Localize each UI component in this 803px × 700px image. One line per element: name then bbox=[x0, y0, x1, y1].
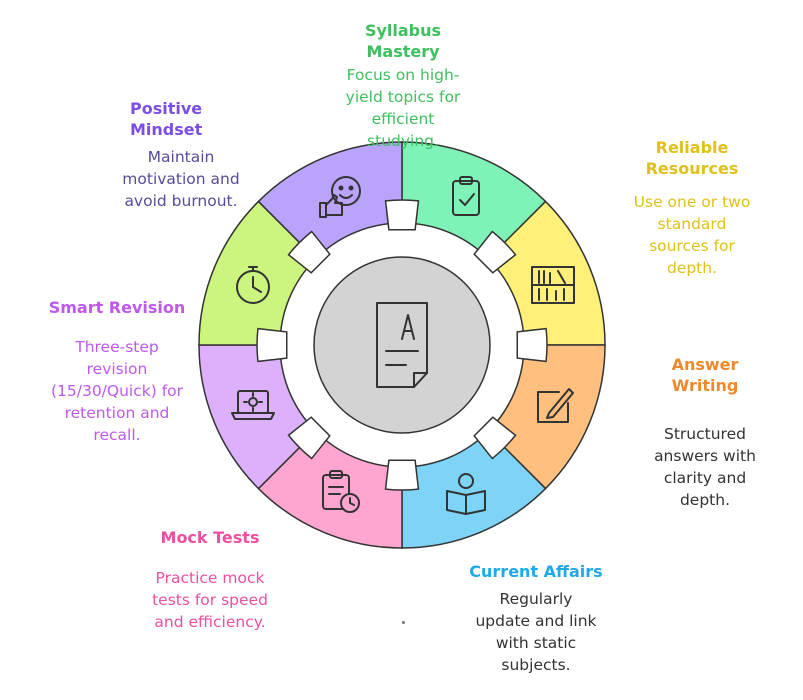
clipboard-check-icon bbox=[452, 176, 480, 216]
segment-title: Mock Tests bbox=[160, 528, 260, 547]
gear-tooth bbox=[384, 199, 420, 231]
gear-tooth bbox=[287, 416, 331, 460]
segment-label-current-affairs: Current Affairs Regularly update and lin… bbox=[450, 561, 622, 676]
thumbs-up-smile-icon bbox=[319, 176, 361, 218]
segment-description: Structured answers with clarity and dept… bbox=[654, 425, 756, 509]
segment-description: Focus on high- yield topics for efficien… bbox=[345, 66, 461, 150]
segment-description: Maintain motivation and avoid burnout. bbox=[122, 148, 240, 210]
segment-label-reliable-resources: Reliable Resources Use one or two standa… bbox=[612, 137, 772, 279]
document-a-icon bbox=[376, 302, 428, 388]
segment-description: Use one or two standard sources for dept… bbox=[633, 193, 751, 277]
segment-title: Smart Revision bbox=[48, 298, 186, 317]
gear-tooth bbox=[256, 327, 288, 363]
laptop-gear-icon bbox=[231, 390, 275, 420]
segment-label-mock-tests: Mock Tests Practice mock tests for speed… bbox=[120, 527, 300, 633]
gear-tooth bbox=[473, 416, 517, 460]
clipboard-clock-icon bbox=[322, 470, 360, 513]
gear-tooth bbox=[473, 230, 517, 274]
stray-dot bbox=[402, 621, 405, 624]
gear-tooth bbox=[384, 459, 420, 491]
segment-title: Syllabus Mastery bbox=[364, 21, 442, 61]
reading-person-icon bbox=[446, 473, 486, 515]
center-hub bbox=[313, 256, 491, 434]
stopwatch-icon bbox=[236, 266, 270, 304]
segment-description: Regularly update and link with static su… bbox=[475, 590, 597, 674]
gear-tooth bbox=[516, 327, 548, 363]
segment-label-answer-writing: Answer Writing Structured answers with c… bbox=[630, 354, 780, 511]
segment-label-syllabus-mastery: Syllabus Mastery Focus on high- yield to… bbox=[330, 20, 476, 152]
pen-writing-icon bbox=[537, 388, 574, 423]
segment-title: Positive Mindset bbox=[130, 99, 203, 139]
segment-label-positive-mindset: Positive Mindset Maintain motivation and… bbox=[96, 98, 266, 212]
segment-title: Answer Writing bbox=[671, 355, 739, 395]
segment-label-smart-revision: Smart Revision Three-step revision (15/3… bbox=[22, 297, 212, 446]
segment-description: Practice mock tests for speed and effici… bbox=[152, 569, 268, 631]
segment-title: Reliable Resources bbox=[645, 138, 739, 178]
segment-title: Current Affairs bbox=[469, 562, 603, 581]
bookshelf-icon bbox=[531, 266, 575, 304]
segment-description: Three-step revision (15/30/Quick) for re… bbox=[50, 338, 184, 444]
gear-tooth bbox=[287, 230, 331, 274]
